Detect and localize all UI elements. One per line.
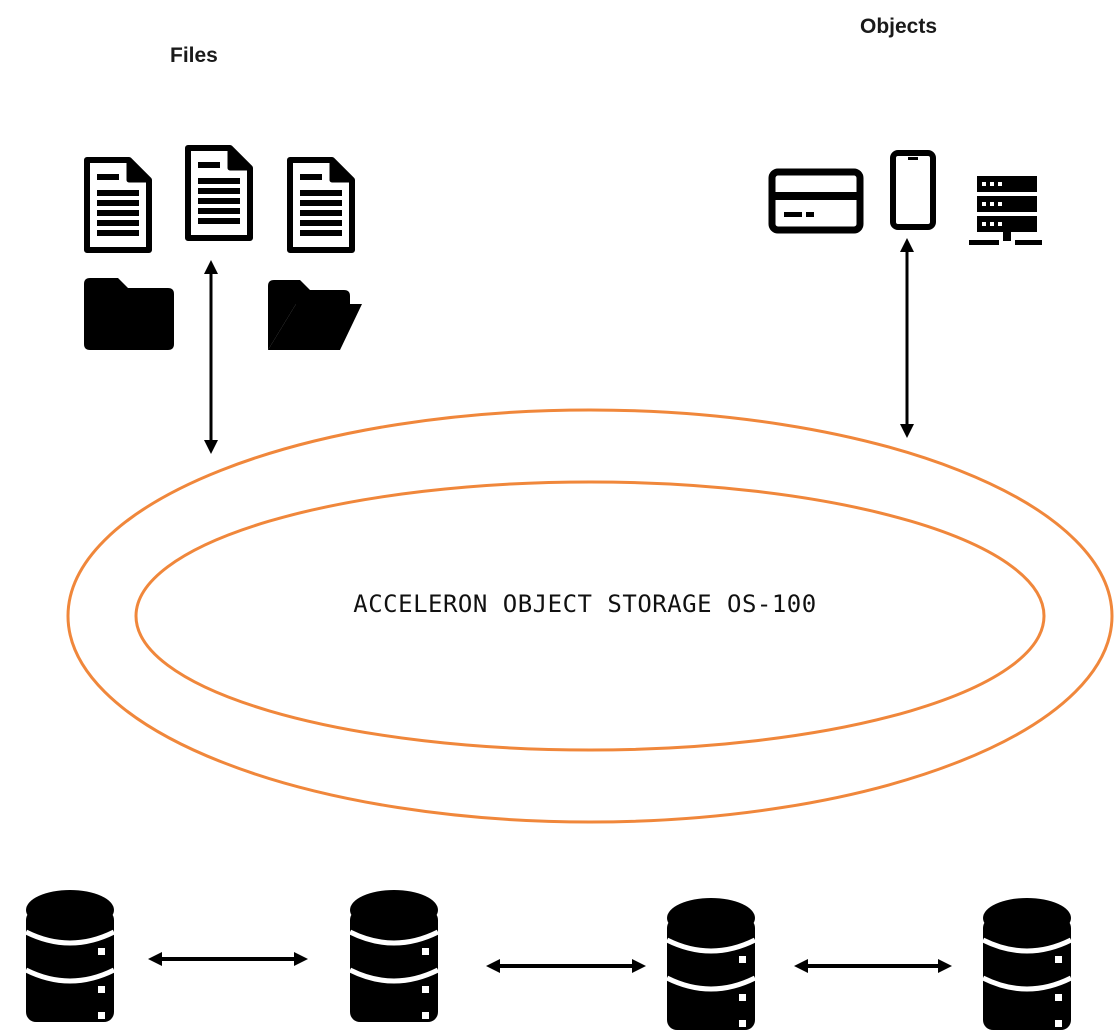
files-connector-arrow [204, 260, 218, 454]
objects-connector-arrow [900, 238, 914, 438]
card-icon [768, 168, 864, 234]
files-heading: Files [170, 44, 218, 67]
replication-arrow [794, 959, 952, 973]
storage-label: ACCELERON OBJECT STORAGE OS-100 [353, 590, 817, 618]
folder-icon [84, 278, 174, 350]
replication-arrow [486, 959, 646, 973]
objects-heading: Objects [860, 15, 938, 38]
storage-ring [66, 408, 1114, 824]
open-folder-icon [268, 280, 362, 350]
replication-arrow [148, 952, 308, 966]
database-icon [350, 890, 438, 1022]
document-icon [290, 160, 352, 250]
server-rack-icon [969, 176, 1042, 245]
document-icon [188, 148, 250, 238]
database-icon [983, 898, 1071, 1030]
database-icon [667, 898, 755, 1030]
database-icon [26, 890, 114, 1022]
phone-icon [890, 150, 936, 230]
document-icon [87, 160, 149, 250]
